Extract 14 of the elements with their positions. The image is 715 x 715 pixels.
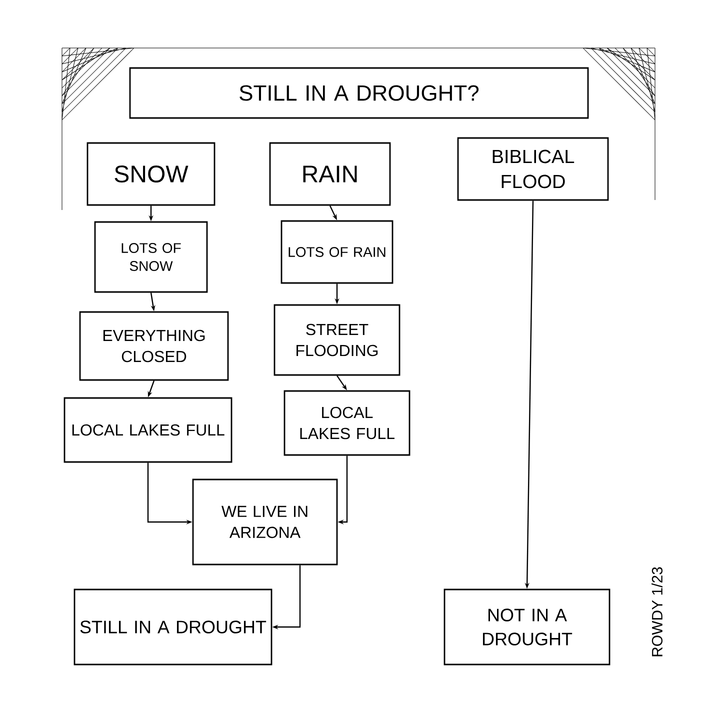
- flow-box: STILL IN A DROUGHT: [74, 588, 272, 666]
- flow-box: NOT IN A DROUGHT: [444, 588, 610, 666]
- signature: ROWDY 1/23: [652, 567, 662, 656]
- flow-box: STILL IN A DROUGHT?: [129, 67, 589, 119]
- flow-box: STREET FLOODING: [274, 304, 400, 376]
- flow-box: LOCAL LAKES FULL: [284, 390, 410, 456]
- flow-box: RAIN: [269, 142, 391, 206]
- flow-box: LOTS OF SNOW: [94, 221, 208, 293]
- flow-box: EVERYTHING CLOSED: [79, 311, 229, 381]
- flow-box: WE LIVE IN ARIZONA: [192, 478, 338, 566]
- flow-box: SNOW: [86, 142, 216, 206]
- flow-box: LOCAL LAKES FULL: [64, 397, 232, 463]
- flow-box: BIBLICAL FLOOD: [457, 137, 609, 201]
- flow-box: LOTS OF RAIN: [280, 220, 394, 284]
